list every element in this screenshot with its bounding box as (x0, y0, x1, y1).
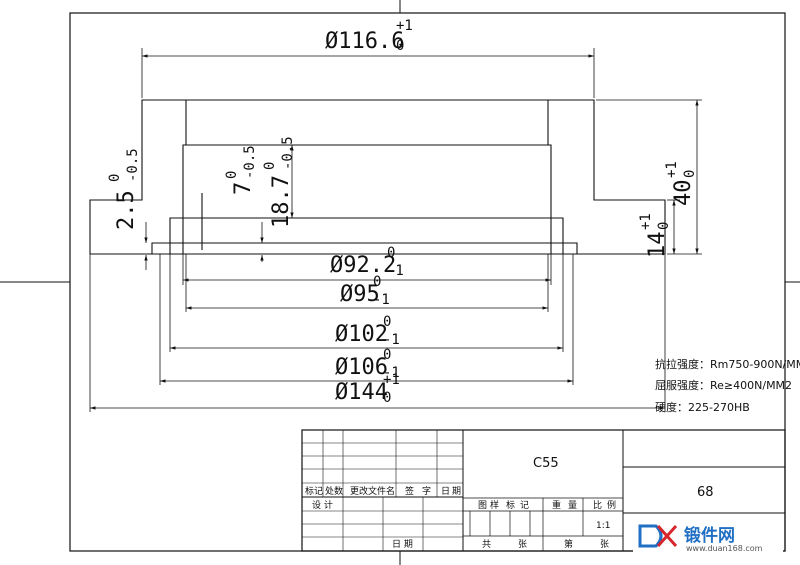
tb-part-number: 68 (697, 485, 714, 500)
spec-tensile: 抗拉强度：Rm750-900N/MM2 (655, 357, 800, 371)
tb-header-date1: 日 (441, 486, 450, 497)
tb-header-count: 处数 (325, 485, 343, 497)
dim-h14-upper: +1 (638, 213, 654, 230)
tb-sheet-no: 第 (564, 538, 573, 550)
logo-mark-icon (638, 524, 678, 548)
tb-col-biao: 标 (506, 499, 515, 511)
tb-col-ji: 记 (520, 500, 529, 511)
dim-d102-lower: -1 (383, 332, 400, 348)
dim-d144-main: Ø144 (335, 380, 388, 405)
spec-yield: 屈服强度：Re≥400N/MM2 (655, 378, 792, 392)
dim-h40-main: 40 (671, 180, 696, 207)
dim-d102-upper: 0 (383, 314, 391, 330)
material-specs: 抗拉强度：Rm750-900N/MM2 屈服强度：Re≥400N/MM2 硬度：… (655, 357, 800, 414)
part-outline (89, 99, 666, 255)
dim-h18-7-upper: 0 (262, 162, 278, 170)
dim-h14: 14 +1 0 (638, 213, 672, 258)
title-block (301, 429, 786, 552)
dim-h40-lower: 0 (682, 170, 698, 178)
tb-header-sign2: 字 (422, 485, 431, 497)
dim-h40-upper: +1 (664, 161, 680, 178)
dim-d92: Ø92.2 0 -1 (330, 245, 404, 279)
dim-h18-7: 18.7 0 -0.5 (262, 136, 296, 228)
dim-d116-main: Ø116.6 (325, 29, 404, 54)
dim-d95: Ø95 0 -1 (340, 274, 390, 308)
dim-d116-upper: +1 (396, 18, 413, 34)
dimension-lines (90, 54, 699, 410)
dim-h2-5-main: 2.5 (114, 190, 139, 230)
tb-date-label: 日 期 (392, 539, 413, 550)
tb-header-date2: 期 (452, 486, 461, 497)
dim-h2-5-upper: 0 (107, 174, 123, 182)
dim-d92-lower: -1 (387, 263, 404, 279)
tb-header-mark: 标记 (305, 485, 323, 497)
dim-d116: Ø116.6 +1 0 (325, 18, 413, 54)
dim-d95-main: Ø95 (340, 282, 380, 307)
dim-d106-main: Ø106 (335, 355, 388, 380)
dim-h18-7-main: 18.7 (269, 175, 294, 228)
dim-h14-lower: 0 (656, 222, 672, 230)
tb-col-tu: 图 (478, 500, 487, 511)
site-logo: 锻件网 www.duan168.com (633, 520, 783, 553)
dim-d95-lower: -1 (373, 292, 390, 308)
spec-hardness: 硬度：225-270HB (655, 400, 750, 414)
dim-d95-upper: 0 (373, 274, 381, 290)
tb-col-zhong: 重 (552, 499, 561, 511)
dim-d116-lower: 0 (396, 38, 404, 54)
tb-col-bi: 比 (593, 499, 602, 511)
dim-d102-main: Ø102 (335, 322, 388, 347)
dim-h7-lower: -0.5 (242, 145, 258, 179)
tb-col-li: 例 (607, 499, 616, 511)
tb-scale: 1:1 (596, 521, 610, 531)
dim-h7-upper: 0 (224, 171, 240, 179)
dim-d106-lower: -1 (383, 365, 400, 381)
tb-material: C55 (533, 456, 559, 471)
dim-h7-main: 7 (231, 182, 256, 195)
tb-col-liang: 量 (568, 500, 577, 511)
dim-h2-5-lower: -0.5 (125, 148, 141, 182)
tb-sheet-unit: 张 (518, 539, 527, 550)
dim-d106-upper: 0 (383, 347, 391, 363)
dim-d106: Ø106 0 -1 (335, 347, 400, 381)
dim-d144-upper: +1 (383, 372, 400, 388)
dim-d92-upper: 0 (387, 245, 395, 261)
tb-sheet-unit2: 张 (600, 539, 609, 550)
tb-total: 共 (482, 539, 491, 550)
tb-col-yang: 样 (490, 499, 499, 511)
dim-d102: Ø102 0 -1 (335, 314, 400, 348)
dim-h14-main: 14 (645, 232, 670, 259)
title-block-text: 标记 处数 更改文件名 签 字 日 期 设 计 日 期 C55 图 样 标 记 … (305, 456, 714, 550)
logo-name: 锻件网 (684, 525, 735, 546)
dim-d92-main: Ø92.2 (330, 253, 396, 278)
extension-lines (89, 48, 702, 412)
dim-h18-7-lower: -0.5 (280, 136, 296, 170)
logo-url: www.duan168.com (686, 544, 763, 553)
dim-d144: Ø144 +1 0 (335, 372, 400, 406)
dim-h2-5: 2.5 0 -0.5 (107, 148, 141, 230)
tb-design-label: 设 计 (312, 499, 333, 511)
dim-d144-lower: 0 (383, 390, 391, 406)
dim-h7: 7 0 -0.5 (224, 145, 258, 195)
tb-header-sign1: 签 (405, 485, 414, 497)
tb-header-change: 更改文件名 (350, 485, 395, 497)
dim-h40: 40 +1 0 (664, 161, 698, 206)
